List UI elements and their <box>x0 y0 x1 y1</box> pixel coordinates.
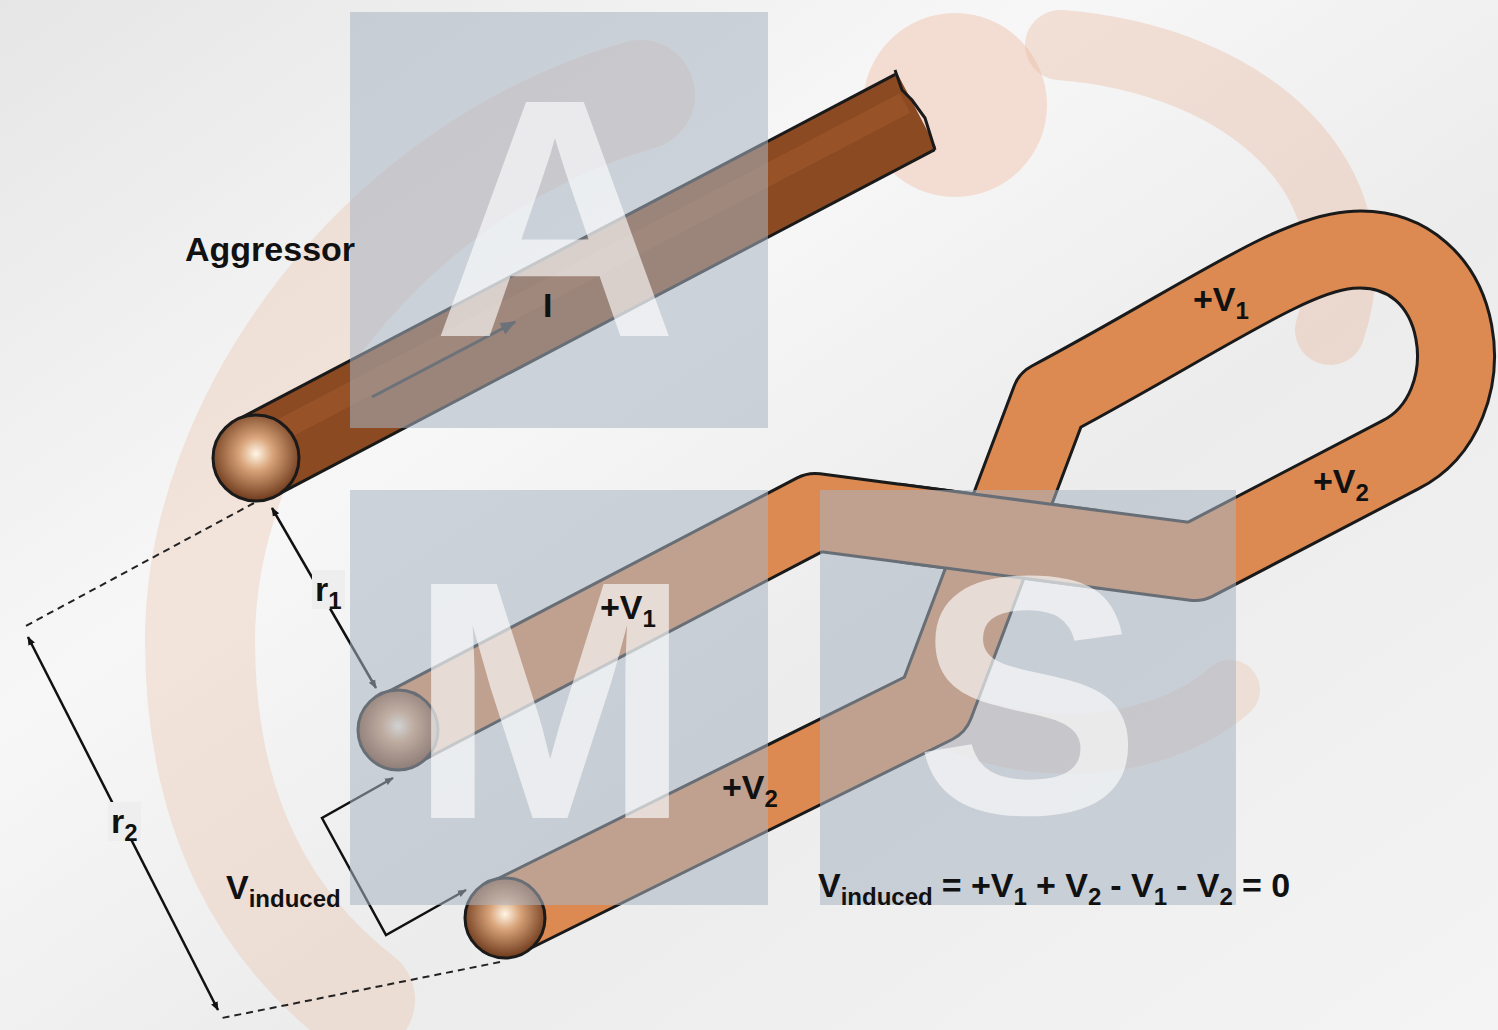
label-text: A <box>432 28 678 408</box>
label-text: S <box>915 505 1142 885</box>
watermark-letter: A <box>432 48 678 388</box>
subscript: 1 <box>643 605 656 632</box>
label-text: - V <box>1176 866 1219 904</box>
current-label: I <box>543 286 552 325</box>
label-text: +V <box>1313 462 1356 500</box>
equation: Vinduced= +V1+ V2- V1- V2= 0 <box>818 866 1290 905</box>
watermark-tile <box>350 490 768 905</box>
watermark-tile <box>350 12 768 428</box>
label-text: V <box>818 866 841 904</box>
subscript: 2 <box>1356 479 1369 506</box>
subscript: 2 <box>765 785 778 812</box>
subscript: induced <box>841 883 933 910</box>
label-text: Aggressor <box>185 230 355 268</box>
label-text: - V <box>1110 866 1153 904</box>
label-text: r <box>315 570 328 608</box>
label-text: r <box>111 802 124 840</box>
label-text: = +V <box>942 866 1014 904</box>
subscript: 2 <box>124 819 137 846</box>
label-text: +V <box>722 768 765 806</box>
watermark-tile <box>820 490 1236 905</box>
subscript: induced <box>249 885 341 912</box>
label-text: M <box>408 510 691 890</box>
label-text: V <box>226 868 249 906</box>
subscript: 1 <box>1154 883 1167 910</box>
subscript: 1 <box>328 587 341 614</box>
label-text: + V <box>1036 866 1088 904</box>
watermark-letter: M <box>408 530 691 870</box>
subscript: 1 <box>1014 883 1027 910</box>
subscript: 2 <box>1220 883 1233 910</box>
voltage-label: +V1 <box>1193 280 1249 319</box>
voltage-label: +V2 <box>1313 462 1369 501</box>
voltage-label: +V2 <box>722 768 778 807</box>
dimension-label: r2 <box>108 802 141 841</box>
extension-line <box>222 962 500 1018</box>
label-text: +V <box>600 588 643 626</box>
voltage-label: +V1 <box>600 588 656 627</box>
dimension-line <box>28 637 218 1010</box>
extension-line <box>22 503 254 628</box>
subscript: 2 <box>1088 883 1101 910</box>
label-text: +V <box>1193 280 1236 318</box>
aggressor-cut-end <box>895 70 935 150</box>
subscript: 1 <box>1236 297 1249 324</box>
wire-name: Aggressor <box>185 230 355 269</box>
label-text: = 0 <box>1242 866 1290 904</box>
dimension-label: r1 <box>312 570 345 609</box>
voltage-label: Vinduced <box>226 868 341 907</box>
watermark-letter: S <box>915 525 1142 865</box>
aggressor-end-cap <box>213 415 299 501</box>
label-text: I <box>543 286 552 324</box>
